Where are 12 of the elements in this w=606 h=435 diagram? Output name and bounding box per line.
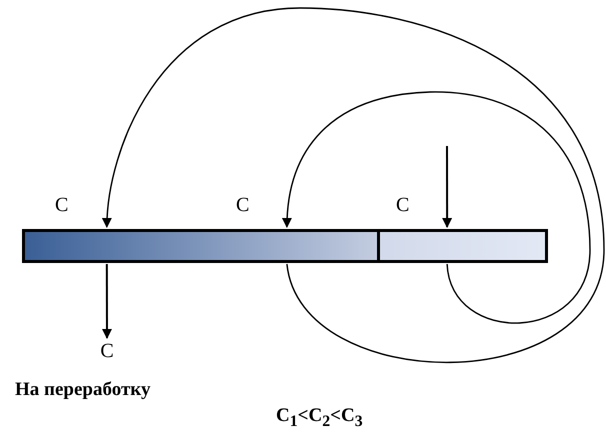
caption-text: На переработку bbox=[15, 379, 150, 401]
arrow bbox=[102, 7, 605, 363]
inequality-note: C$_{1}$<C$_{2}$<C$_{3}$ bbox=[276, 405, 363, 432]
bar-segment bbox=[377, 229, 548, 263]
output-label: C bbox=[92, 340, 122, 362]
arrow bbox=[442, 146, 452, 228]
concentration-label: C bbox=[55, 194, 68, 216]
bar-segment bbox=[22, 229, 380, 263]
arrow bbox=[282, 91, 591, 324]
concentration-label: C bbox=[236, 194, 250, 216]
arrow bbox=[102, 264, 112, 339]
concentration-label: C bbox=[396, 194, 410, 216]
